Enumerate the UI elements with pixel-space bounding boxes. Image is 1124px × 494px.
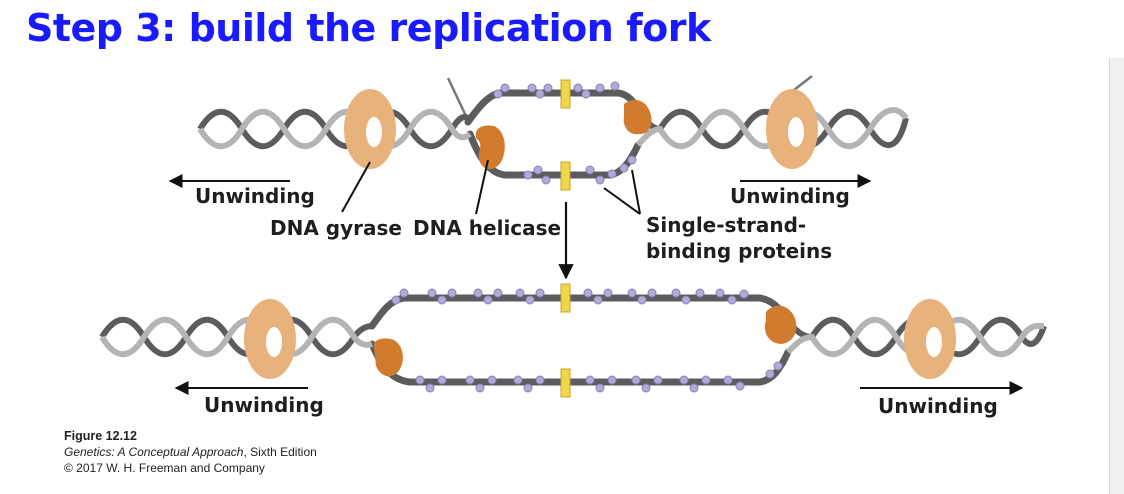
bottom-ssb-proteins bbox=[391, 288, 783, 393]
label-dna-helicase: DNA helicase bbox=[413, 216, 561, 240]
top-origin-markers bbox=[560, 79, 571, 191]
slide-right-border bbox=[1109, 58, 1124, 494]
caption-book-title: Genetics: A Conceptual Approach bbox=[64, 445, 244, 459]
top-right-helicase bbox=[623, 99, 652, 135]
label-unwinding-top-left: Unwinding bbox=[195, 184, 315, 208]
top-dna-gyrase bbox=[344, 89, 396, 169]
top-right-helix bbox=[635, 107, 909, 150]
label-unwinding-bottom-left: Unwinding bbox=[204, 393, 324, 417]
caption-figure-number: Figure 12.12 bbox=[64, 429, 137, 443]
bottom-panel: Unwinding Unwinding bbox=[99, 283, 1047, 418]
bottom-left-helix bbox=[99, 316, 373, 358]
top-left-helicase bbox=[475, 125, 505, 170]
top-panel: Unwinding Unwinding DNA gyrase DNA helic… bbox=[168, 75, 909, 263]
slide-title: Step 3: build the replication fork bbox=[26, 6, 711, 50]
bottom-left-helicase bbox=[373, 338, 403, 377]
top-left-helix bbox=[197, 108, 472, 150]
bottom-right-dna-gyrase bbox=[904, 299, 956, 379]
top-ssb-proteins bbox=[493, 81, 637, 185]
bottom-left-dna-gyrase bbox=[244, 299, 296, 379]
label-unwinding-bottom-right: Unwinding bbox=[878, 394, 998, 418]
bottom-right-helicase bbox=[764, 305, 797, 344]
caption-book-line: Genetics: A Conceptual Approach, Sixth E… bbox=[64, 444, 317, 460]
top-right-dna-gyrase bbox=[766, 89, 818, 169]
top-upper-strand bbox=[464, 89, 644, 126]
caption-edition: , Sixth Edition bbox=[243, 445, 317, 459]
figure-caption: Figure 12.12 Genetics: A Conceptual Appr… bbox=[64, 428, 317, 476]
label-ssb-line2: binding proteins bbox=[646, 239, 832, 263]
caption-copyright: © 2017 W. H. Freeman and Company bbox=[64, 461, 265, 475]
label-ssb-line1: Single-strand- bbox=[646, 213, 806, 237]
bottom-upper-strand bbox=[368, 294, 792, 330]
label-dna-gyrase: DNA gyrase bbox=[270, 216, 402, 240]
label-unwinding-top-right: Unwinding bbox=[730, 184, 850, 208]
bottom-origin-markers bbox=[560, 283, 571, 398]
